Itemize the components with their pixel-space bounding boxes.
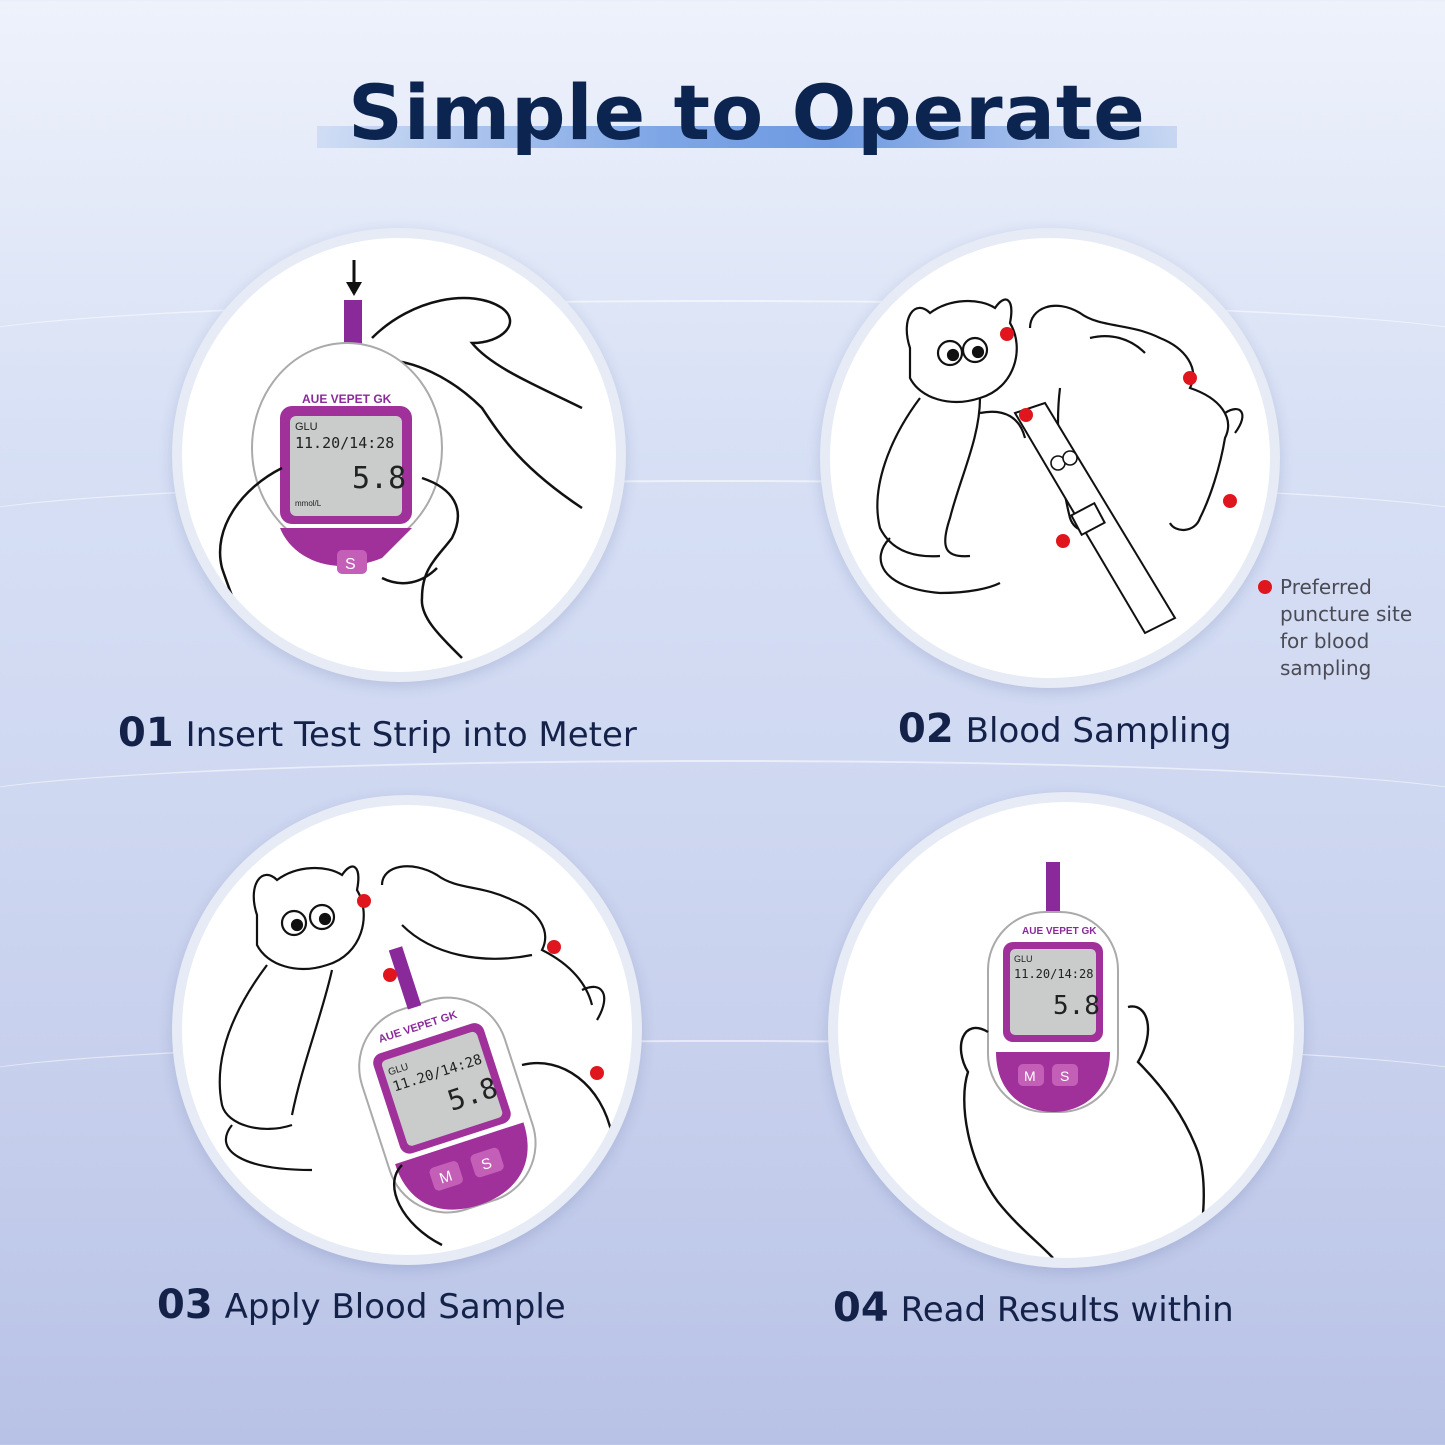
svg-text:GLU: GLU: [1014, 954, 1033, 964]
page-title: Simple to Operate: [348, 68, 1146, 157]
dog-drawing: [1028, 304, 1244, 531]
svg-text:S: S: [345, 556, 356, 573]
puncture-dot-icon: [1000, 327, 1237, 548]
cat-drawing: [876, 298, 1027, 595]
read-results-drawing: GLU 11.20/14:28 5.8 AUE VEPET GK M S: [959, 862, 1205, 1258]
step-3-label: Apply Blood Sample: [224, 1287, 566, 1327]
puncture-site-legend: Preferred puncture site for blood sampli…: [1258, 574, 1428, 682]
down-arrow-icon: [346, 260, 362, 296]
step-2-number: 02: [898, 706, 954, 752]
bg-wave-4: [0, 1040, 1445, 1122]
meter-reading-text: 5.8: [352, 461, 406, 496]
step-4-number: 04: [833, 1285, 889, 1331]
step-3-caption: 03 Apply Blood Sample: [157, 1282, 566, 1328]
meter-datetime-text: 11.20/14:28: [295, 434, 394, 452]
apply-sample-drawing: GLU 11.20/14:28 5.8 AUE VEPET GK M S: [218, 865, 614, 1247]
svg-text:S: S: [1060, 1068, 1069, 1084]
svg-text:5.8: 5.8: [1053, 991, 1100, 1021]
bg-wave-3: [0, 760, 1445, 842]
svg-text:M: M: [437, 1167, 454, 1187]
bg-wave-2: [0, 480, 1445, 562]
step-1-caption: 01 Insert Test Strip into Meter: [118, 710, 637, 756]
bg-wave-1: [0, 300, 1445, 382]
step-1-illustration: GLU 11.20/14:28 5.8 mmol/L AUE VEPET GK …: [172, 228, 626, 682]
step-4-illustration: GLU 11.20/14:28 5.8 AUE VEPET GK M S: [828, 792, 1304, 1268]
puncture-dot-icon: [357, 894, 604, 1080]
step-2-label: Blood Sampling: [965, 711, 1232, 751]
svg-text:AUE VEPET GK: AUE VEPET GK: [1022, 926, 1097, 937]
step-3-number: 03: [157, 1282, 213, 1328]
step-1-number: 01: [118, 710, 174, 756]
svg-text:M: M: [1024, 1068, 1036, 1084]
puncture-dot-icon: [1258, 580, 1272, 594]
glucose-meter: GLU 11.20/14:28 5.8 AUE VEPET GK M S: [987, 911, 1119, 1113]
cat-drawing: [218, 865, 365, 1172]
svg-text:S: S: [479, 1155, 494, 1174]
lancet-device: [1013, 401, 1177, 635]
blood-sampling-drawing: [876, 298, 1244, 635]
step-4-caption: 04 Read Results within: [833, 1285, 1234, 1331]
dog-drawing: [380, 865, 606, 1021]
legend-text: Preferred puncture site for blood sampli…: [1280, 575, 1413, 680]
insert-strip-drawing: GLU 11.20/14:28 5.8 mmol/L AUE VEPET GK …: [218, 260, 583, 659]
svg-text:mmol/L: mmol/L: [295, 499, 322, 508]
svg-text:11.20/14:28: 11.20/14:28: [1014, 967, 1093, 981]
meter-brand-text: AUE VEPET GK: [302, 392, 392, 406]
step-1-label: Insert Test Strip into Meter: [185, 715, 637, 755]
glucose-meter: GLU 11.20/14:28 5.8 AUE VEPET GK M S: [358, 946, 537, 1214]
step-3-illustration: GLU 11.20/14:28 5.8 AUE VEPET GK M S: [172, 795, 642, 1265]
step-2-illustration: [820, 228, 1280, 688]
glucose-meter: GLU 11.20/14:28 5.8 mmol/L AUE VEPET GK …: [251, 342, 443, 574]
test-strip: [1046, 862, 1060, 922]
title-block: Simple to Operate: [317, 68, 1177, 158]
title-underline: [317, 126, 1177, 148]
meter-glu-text: GLU: [295, 421, 318, 433]
step-2-caption: 02 Blood Sampling: [898, 706, 1232, 752]
step-4-label: Read Results within: [900, 1290, 1234, 1330]
